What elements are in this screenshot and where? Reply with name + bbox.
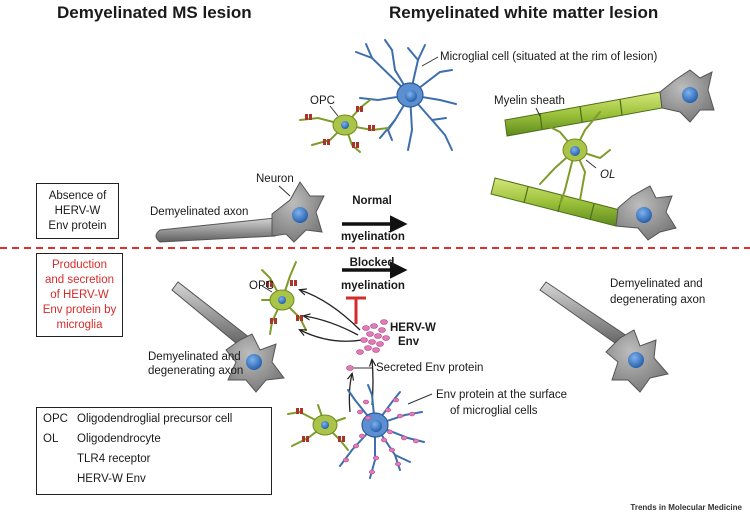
secreted-env-particle: [346, 365, 354, 371]
microglia-leader: [421, 56, 439, 67]
label-opc-top: OPC: [310, 95, 335, 107]
neuron-top-left: [155, 181, 325, 243]
neuron-leader: [278, 185, 291, 197]
label-demyelinated-degenerating-left-1: Demyelinated and: [148, 351, 241, 363]
myelin-leader: [535, 107, 541, 117]
legend-row-opc: OPC Oligodendroglial precursor cell: [43, 413, 232, 425]
label-demyelinated-axon: Demyelinated axon: [150, 206, 249, 218]
title-right: Remyelinated white matter lesion: [389, 3, 659, 22]
title-left: Demyelinated MS lesion: [57, 3, 252, 22]
surface-env-particles: [342, 397, 420, 475]
label-demyelinated-degenerating-right-1: Demyelinated and: [610, 278, 703, 290]
production-line-3: of HERV-W: [50, 288, 109, 301]
absence-box: Absence of HERV-W Env protein: [36, 183, 119, 239]
production-box: Production and secretion of HERV-W Env p…: [36, 253, 123, 337]
label-neuron: Neuron: [256, 173, 294, 185]
legend-key-opc: OPC: [43, 413, 68, 425]
label-demyelinated-degenerating-left-2: degenerating axon: [148, 365, 244, 377]
label-ol: OL: [600, 169, 616, 181]
neuron-bottom-left: [171, 281, 285, 393]
inhibition-symbol: [346, 296, 366, 324]
legend-box: OPC Oligodendroglial precursor cell OL O…: [36, 407, 272, 495]
myelinated-axon-lower: [490, 177, 677, 241]
label-blocked-myelination-1: Blocked: [349, 257, 395, 269]
production-line-4: Env protein by: [42, 303, 117, 316]
legend-key-ol: OL: [43, 433, 59, 445]
legend-row-herv-w-env: HERV-W Env: [43, 473, 146, 485]
label-normal-myelination-1: Normal: [352, 195, 392, 207]
label-normal-myelination-2: myelination: [341, 231, 405, 243]
label-herv-w-env-2: Env: [398, 336, 420, 348]
tlr4-receptors-top: [305, 106, 375, 148]
legend-row-ol: OL Oligodendrocyte: [43, 433, 161, 445]
opc-top-leader: [329, 105, 339, 117]
label-env-surface-2: of microglial cells: [450, 405, 538, 417]
legend-text-herv-w-env: HERV-W Env: [77, 473, 146, 485]
absence-line-1: Absence of: [48, 189, 107, 202]
production-line-2: and secretion: [44, 273, 115, 286]
label-microglial-cell: Microglial cell (situated at the rim of …: [440, 51, 658, 63]
absence-line-3: Env protein: [48, 219, 107, 232]
production-line-5: microglia: [56, 318, 103, 331]
absence-line-2: HERV-W: [54, 204, 101, 217]
neuron-bottom-right: [539, 281, 669, 393]
legend-text-ol: Oligodendrocyte: [77, 433, 161, 445]
label-env-surface-1: Env protein at the surface: [436, 389, 568, 401]
env-surface-leader: [407, 393, 433, 405]
ol-leader: [585, 159, 597, 169]
production-line-1: Production: [52, 258, 107, 271]
env-binding-arrows: [300, 290, 363, 342]
herv-w-env-cluster: [356, 319, 390, 355]
label-herv-w-env-1: HERV-W: [390, 322, 436, 334]
label-secreted-env: Secreted Env protein: [376, 362, 484, 374]
credit-text: Trends in Molecular Medicine: [630, 503, 742, 512]
label-myelin-sheath: Myelin sheath: [494, 95, 565, 107]
label-blocked-myelination-2: myelination: [341, 280, 405, 292]
opc-bottom-leader: [261, 285, 273, 293]
myelinated-axon-upper: [504, 69, 715, 137]
label-opc-bottom: OPC: [249, 280, 274, 292]
legend-row-tlr4: TLR4 receptor: [43, 453, 151, 465]
legend-text-tlr4: TLR4 receptor: [77, 453, 151, 465]
label-demyelinated-degenerating-right-2: degenerating axon: [610, 294, 706, 306]
legend-text-opc: Oligodendroglial precursor cell: [77, 413, 233, 425]
